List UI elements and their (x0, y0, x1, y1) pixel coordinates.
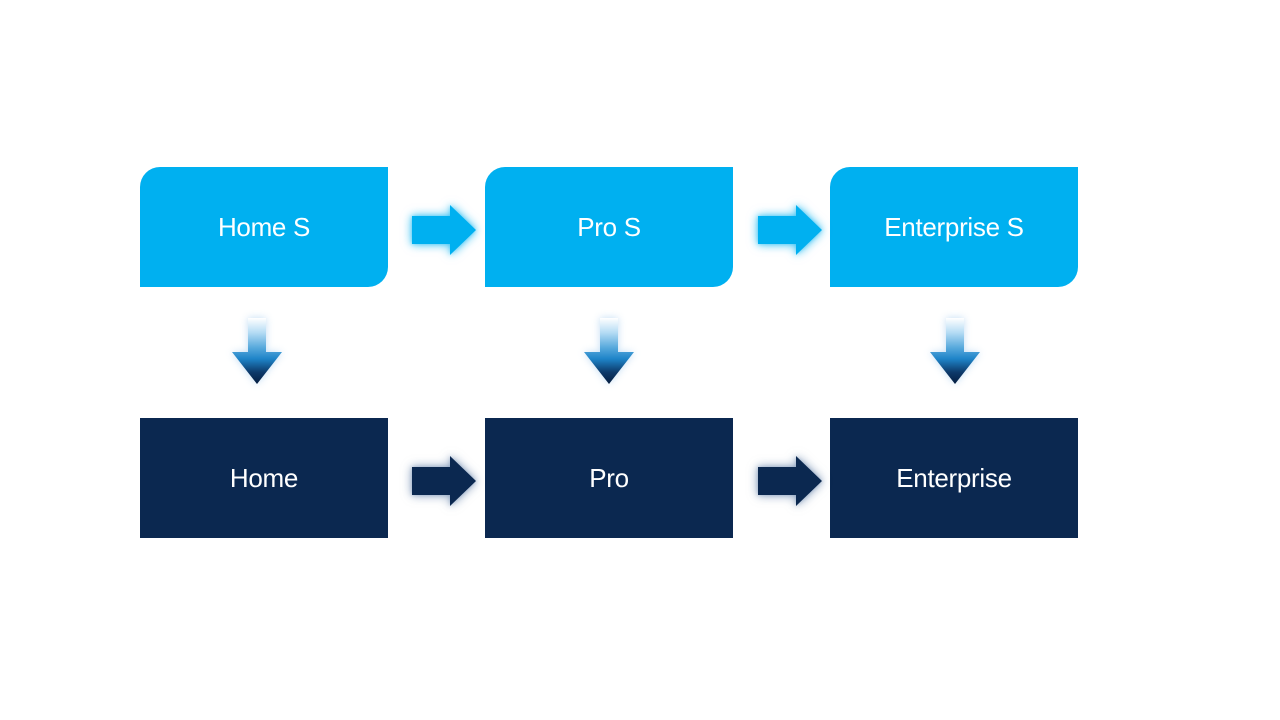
node-home-s-label: Home S (217, 211, 311, 242)
down-arrow-icon (584, 318, 634, 384)
node-enterprise-s: Enterprise S (830, 167, 1078, 287)
right-arrow-icon (758, 205, 822, 255)
arrow-right-pro-s-to-enterprise-s (758, 205, 822, 255)
arrow-right-home-to-pro (412, 456, 476, 506)
node-enterprise: Enterprise (830, 418, 1078, 538)
node-pro-label: Pro (589, 462, 629, 493)
arrow-down-home-s-to-home (232, 318, 282, 384)
arrow-right-pro-to-enterprise (758, 456, 822, 506)
arrow-down-enterprise-s-to-enterprise (930, 318, 980, 384)
node-pro-s: Pro S (485, 167, 733, 287)
node-pro: Pro (485, 418, 733, 538)
node-home-label: Home (229, 462, 299, 493)
right-arrow-icon (758, 456, 822, 506)
arrow-down-pro-s-to-pro (584, 318, 634, 384)
down-arrow-icon (232, 318, 282, 384)
right-arrow-icon (412, 205, 476, 255)
node-pro-s-label: Pro S (577, 211, 641, 242)
right-arrow-icon (412, 456, 476, 506)
arrow-right-home-s-to-pro-s (412, 205, 476, 255)
node-enterprise-label: Enterprise (896, 462, 1012, 493)
down-arrow-icon (930, 318, 980, 384)
node-enterprise-s-label: Enterprise S (884, 211, 1024, 242)
node-home-s: Home S (140, 167, 388, 287)
node-home: Home (140, 418, 388, 538)
